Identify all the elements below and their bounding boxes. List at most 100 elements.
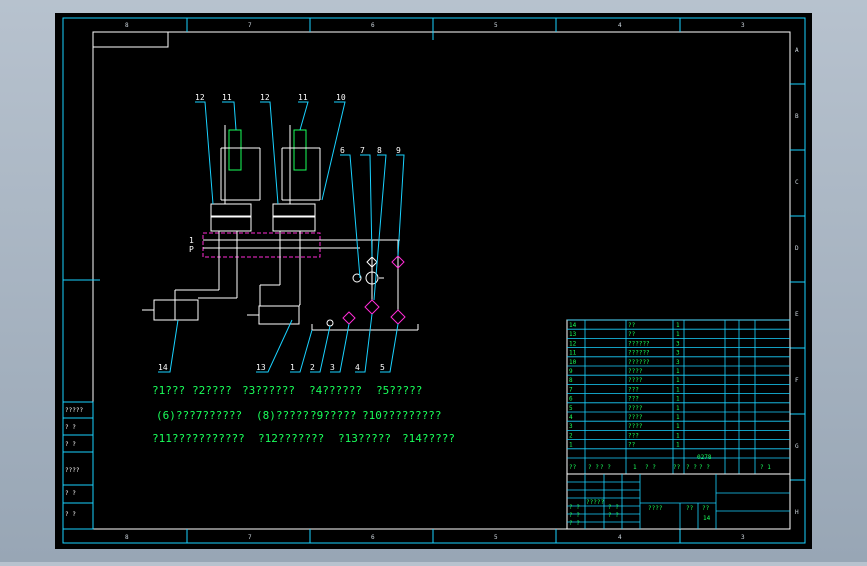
legend-item: ?3??????	[242, 384, 295, 397]
component-legend: ?1????2?????3???????4???????5?????(6)???…	[152, 384, 455, 445]
cylinder-13	[247, 284, 300, 325]
table-cell-no: 14	[569, 322, 577, 329]
table-cell-name: ??????	[628, 359, 650, 366]
table-cell-qty: 1	[676, 386, 680, 393]
zone-number-bottom: 8	[125, 534, 129, 541]
zone-number-bottom: 4	[618, 534, 622, 541]
side-label: ? ?	[65, 441, 76, 448]
table-cell-qty: 1	[676, 396, 680, 403]
table-cell-qty: 1	[676, 432, 680, 439]
callout-label: 12	[260, 93, 270, 102]
table-cell-qty: 1	[676, 322, 680, 329]
title-block-outline	[566, 473, 791, 530]
zone-letter-right: B	[795, 113, 799, 120]
table-cell-name: ???	[628, 432, 639, 439]
table-footer-cell: ??	[673, 464, 681, 471]
callout-label: 6	[340, 146, 345, 155]
table-cell-name: ???	[628, 386, 639, 393]
table-cell-qty: 1	[676, 405, 680, 412]
callout-label: 10	[336, 93, 346, 102]
zone-number-top: 7	[248, 22, 252, 29]
table-cell-qty: 1	[676, 414, 680, 421]
zone-number-bottom: 5	[494, 534, 498, 541]
title-block-cell: ??	[686, 505, 694, 512]
table-cell-qty: 1	[676, 368, 680, 375]
table-footer-cell: ? ?	[645, 464, 656, 471]
table-cell-name: ????	[628, 405, 643, 412]
zone-letter-right: E	[795, 311, 799, 318]
legend-item: ?4??????	[309, 384, 362, 397]
side-label: ? ?	[65, 424, 76, 431]
callout-label: 9	[396, 146, 401, 155]
zone-letter-right: H	[795, 509, 799, 516]
table-cell-no: 13	[569, 331, 577, 338]
leader-lines	[158, 101, 405, 373]
title-block-cell: ????	[648, 505, 663, 512]
callout-label: 14	[158, 363, 168, 372]
table-cell-name: ??	[628, 322, 636, 329]
legend-item: ?10?????????	[362, 409, 441, 422]
table-footer-cell: 1	[633, 464, 637, 471]
callout-label: 12	[195, 93, 205, 102]
table-cell-qty: 1	[676, 442, 680, 449]
zone-ticks	[63, 18, 805, 543]
zone-numbers-bottom: 8 7 6 5 4 3	[125, 534, 745, 541]
table-cell-name: ??	[628, 331, 636, 338]
callout-label: 11	[298, 93, 308, 102]
table-cell-no: 12	[569, 340, 577, 347]
callout-label: 1	[290, 363, 295, 372]
title-block-cell: 14	[703, 515, 711, 522]
legend-item: ?12???????	[258, 432, 324, 445]
zone-number-top: 8	[125, 22, 129, 29]
title-block: ?????? ?? ?? ?? ?? ?????????14	[566, 473, 791, 530]
table-cell-qty: 3	[676, 340, 680, 347]
table-cell-no: 3	[569, 423, 573, 430]
legend-item: ?13?????	[338, 432, 391, 445]
callout-label: 8	[377, 146, 382, 155]
table-footer-cell: ? ?	[686, 464, 697, 471]
table-cell-name: ????	[628, 377, 643, 384]
title-block-cell: ? ?	[569, 512, 580, 519]
drawing-background	[55, 13, 812, 549]
table-cell-no: 11	[569, 350, 577, 357]
zone-letter-right: A	[795, 47, 799, 54]
zone-number-bottom: 7	[248, 534, 252, 541]
cylinder-14	[142, 289, 237, 321]
table-cell-name: ??????	[628, 350, 650, 357]
title-block-cell: ??	[702, 505, 710, 512]
zone-letter-right: C	[795, 179, 799, 186]
side-label: ? ?	[65, 490, 76, 497]
legend-item: ?9?????	[310, 409, 356, 422]
corner-box	[92, 31, 169, 48]
side-label: ? ?	[65, 511, 76, 518]
table-cell-no: 1	[569, 442, 573, 449]
parts-table: 14??113??112??????311??????310??????39??…	[566, 319, 791, 475]
zone-letter-right: D	[795, 245, 799, 252]
table-cell-name: ????	[628, 423, 643, 430]
title-block-cell: ?????	[586, 499, 604, 506]
zone-number-bottom: 6	[371, 534, 375, 541]
valve-stack-1	[210, 125, 261, 298]
zone-number-top: 4	[618, 22, 622, 29]
zone-letter-right: F	[795, 377, 799, 384]
title-block-cell: ? ?	[608, 512, 619, 519]
table-footer-cell: ? ?	[699, 464, 710, 471]
table-cell-no: 4	[569, 414, 573, 421]
zone-number-bottom: 3	[741, 534, 745, 541]
zone-number-top: 6	[371, 22, 375, 29]
legend-item: ?5?????	[376, 384, 422, 397]
table-cell-name: ????	[628, 368, 643, 375]
table-cell-no: 6	[569, 396, 573, 403]
zone-number-top: 3	[741, 22, 745, 29]
side-label: ????	[65, 467, 80, 474]
table-cell-qty: 3	[676, 350, 680, 357]
callout-label: 2	[310, 363, 315, 372]
table-cell-no: 5	[569, 405, 573, 412]
table-cell-qty: 1	[676, 377, 680, 384]
callout-label: 3	[330, 363, 335, 372]
table-cell-no: 2	[569, 432, 573, 439]
